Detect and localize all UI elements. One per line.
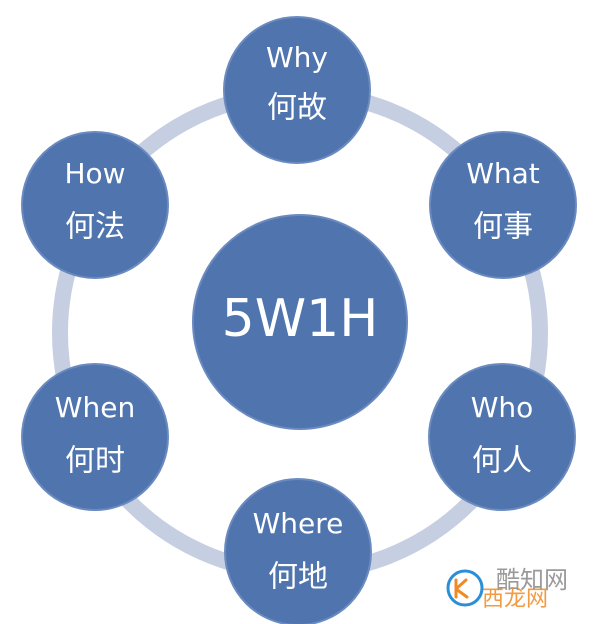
node-why-en: Why	[266, 41, 328, 74]
node-what-zh: 何事	[473, 210, 533, 245]
node-when-zh: 何时	[65, 444, 125, 479]
center-circle	[192, 214, 408, 430]
node-where-en: Where	[253, 507, 344, 540]
node-where-zh: 何地	[268, 560, 328, 595]
node-when-circle	[21, 363, 169, 511]
node-when-en: When	[55, 391, 135, 424]
center-node: 5W1H	[192, 214, 408, 430]
watermark-text-top: 酷知网	[496, 566, 568, 594]
watermark-logo-icon	[446, 569, 484, 607]
watermark-text-bottom: 西龙网	[482, 587, 548, 612]
node-why-zh: 何故	[267, 91, 327, 126]
node-what: What 何事	[429, 131, 577, 279]
node-who: Who 何人	[428, 363, 576, 511]
node-how-zh: 何法	[65, 210, 125, 245]
node-who-zh: 何人	[472, 444, 532, 479]
node-why: Why 何故	[223, 16, 371, 164]
center-label: 5W1H	[222, 289, 379, 349]
node-what-circle	[429, 131, 577, 279]
node-where: Where 何地	[224, 478, 372, 624]
node-how-circle	[21, 131, 169, 279]
watermark: 酷知网 西龙网	[446, 566, 568, 612]
node-how-en: How	[64, 157, 125, 190]
node-who-en: Who	[471, 391, 534, 424]
node-what-en: What	[466, 157, 540, 190]
node-how: How 何法	[21, 131, 169, 279]
node-who-circle	[428, 363, 576, 511]
node-why-circle	[223, 16, 371, 164]
node-when: When 何时	[21, 363, 169, 511]
node-where-circle	[224, 478, 372, 624]
